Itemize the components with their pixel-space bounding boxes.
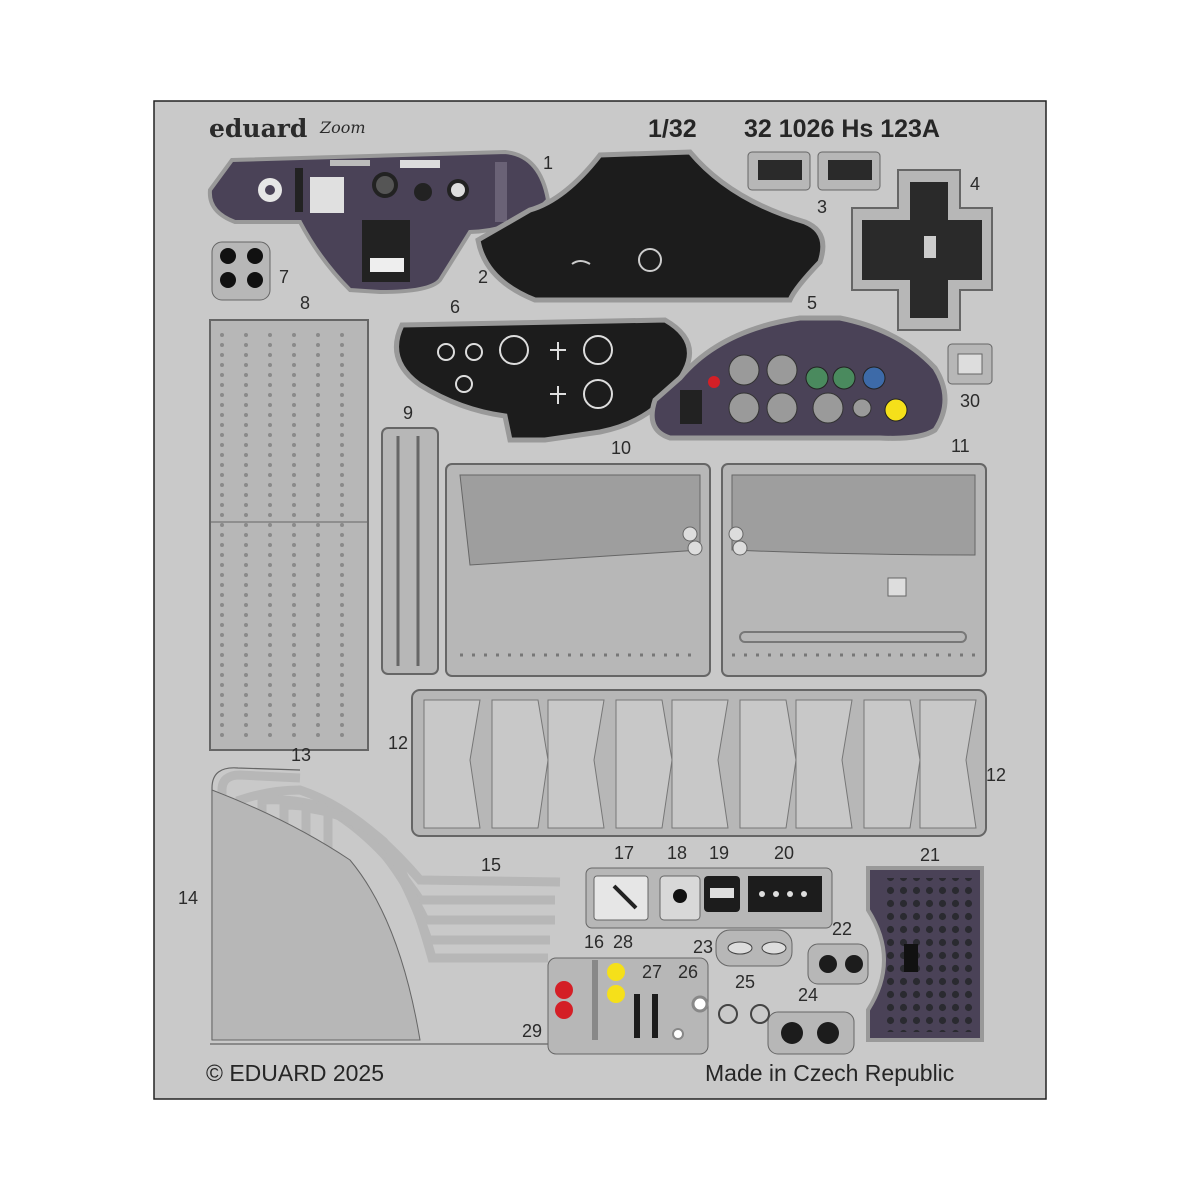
part-16-29-levers <box>547 957 709 1055</box>
part-10-cowl-panel <box>445 463 711 677</box>
part-number-24: 24 <box>798 985 819 1005</box>
origin-notice: Made in Czech Republic <box>705 1060 955 1086</box>
part-number-7: 7 <box>279 267 290 287</box>
sub-brand-logo: Zoom <box>320 118 366 137</box>
part-number-14: 14 <box>178 888 199 908</box>
part-3-plates <box>747 151 881 191</box>
part-2-black-panel <box>475 149 826 303</box>
part-8-rivet-strips <box>209 319 369 751</box>
part-number-27: 27 <box>642 962 663 982</box>
part-number-19: 19 <box>709 843 730 863</box>
part-number-22: 22 <box>832 919 853 939</box>
part-number-2: 2 <box>478 267 489 287</box>
copyright-notice: © EDUARD 2025 <box>206 1060 385 1086</box>
part-6-gauge-panel <box>393 317 692 443</box>
part-number-6: 6 <box>450 297 461 317</box>
part-number-11: 11 <box>951 436 970 456</box>
part-number-30: 30 <box>960 391 981 411</box>
part-number-29: 29 <box>522 1021 543 1041</box>
part-number-1: 1 <box>543 153 554 173</box>
part-number-15: 15 <box>481 855 502 875</box>
part-number-20: 20 <box>774 843 795 863</box>
brand-logo: eduard <box>209 114 308 143</box>
part-21-perforated-plate <box>866 866 984 1042</box>
part-number-4: 4 <box>970 174 981 194</box>
part-number-8: 8 <box>300 293 311 313</box>
part-number-26: 26 <box>678 962 699 982</box>
part-number-23: 23 <box>693 937 714 957</box>
part-number-28: 28 <box>613 932 634 952</box>
part-number-18: 18 <box>667 843 688 863</box>
part-number-12-right: 12 <box>986 765 1007 785</box>
part-13-15-ribs <box>217 770 561 1040</box>
part-11-cowl-panel <box>721 463 987 677</box>
part-1-instrument-panel <box>207 149 551 295</box>
part-4-cross-plate <box>851 169 993 331</box>
part-number-10: 10 <box>611 438 632 458</box>
part-9-strips <box>381 427 439 675</box>
part-number-5: 5 <box>807 293 818 313</box>
part-number-12-left: 12 <box>388 733 409 753</box>
part-7-knobs <box>211 241 271 301</box>
part-17-20-plates <box>585 867 833 929</box>
part-number-9: 9 <box>403 403 414 423</box>
part-number-25: 25 <box>735 972 756 992</box>
part-number-17: 17 <box>614 843 635 863</box>
part-number-3: 3 <box>817 197 828 217</box>
part-number-13: 13 <box>291 745 312 765</box>
part-5-main-panel <box>649 315 948 441</box>
part-number-16: 16 <box>584 932 605 952</box>
part-22-25-gauges <box>715 929 869 1055</box>
part-14-band <box>211 789 421 1041</box>
part-12-flap-row <box>411 689 987 837</box>
set-title: 32 1026 Hs 123A <box>744 115 940 143</box>
part-number-21: 21 <box>920 845 941 865</box>
scale-label: 1/32 <box>648 115 697 143</box>
